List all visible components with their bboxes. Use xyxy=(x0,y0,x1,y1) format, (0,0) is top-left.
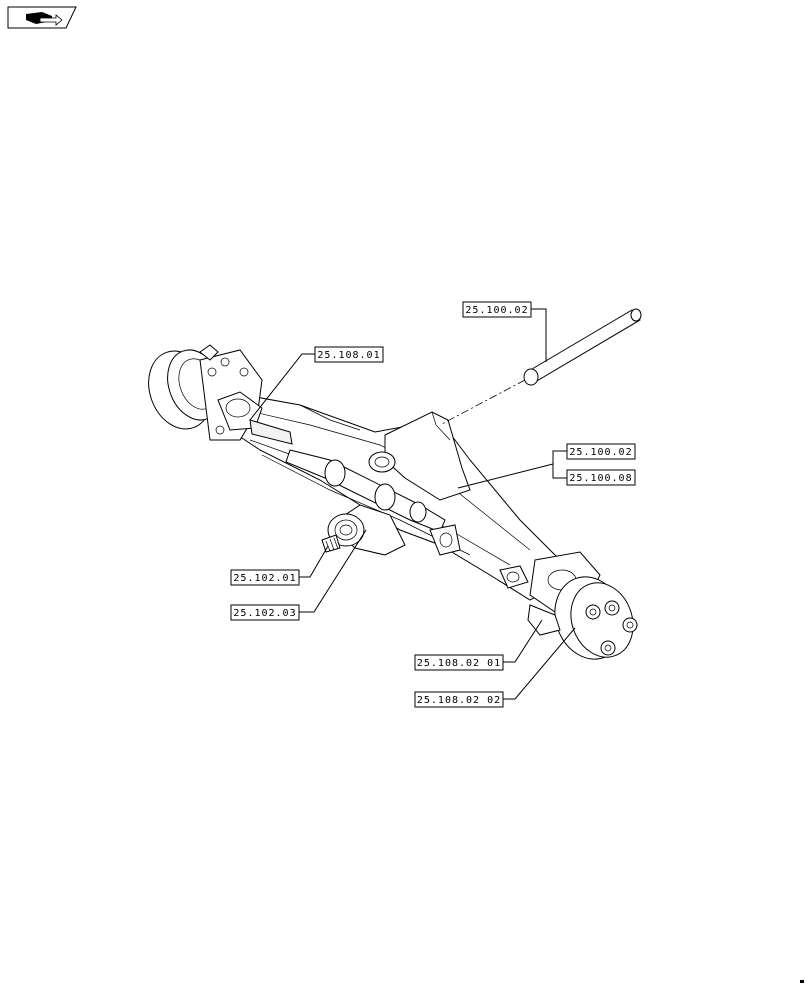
callout-25-108-02-01[interactable]: 25.108.02 01 xyxy=(414,619,543,671)
callout-25-100-08[interactable]: 25.100.08 xyxy=(566,469,636,486)
right-wheel-hub xyxy=(499,551,638,660)
svg-text:25.102.03: 25.102.03 xyxy=(233,608,296,619)
svg-text:25.100.02: 25.100.02 xyxy=(465,305,528,316)
svg-text:25.108.01: 25.108.01 xyxy=(317,350,380,361)
pivot-pin xyxy=(523,308,642,386)
svg-text:25.102.01: 25.102.01 xyxy=(233,573,296,584)
corner-mark xyxy=(800,980,804,983)
callout-25-100-02-top[interactable]: 25.100.02 xyxy=(462,301,547,362)
svg-text:25.100.08: 25.100.08 xyxy=(569,473,632,484)
callout-25-102-01[interactable]: 25.102.01 xyxy=(230,545,329,586)
svg-text:25.108.02 01: 25.108.02 01 xyxy=(417,658,501,669)
callout-25-102-03[interactable]: 25.102.03 xyxy=(230,529,367,621)
page-flip-arrow-icon[interactable] xyxy=(7,6,77,29)
callout-25-100-02-right[interactable]: 25.100.02 xyxy=(566,443,636,460)
svg-text:25.100.02: 25.100.02 xyxy=(569,447,632,458)
left-wheel-hub xyxy=(148,344,293,445)
callout-25-108-01[interactable]: 25.108.01 xyxy=(249,346,384,421)
callout-25-108-02-02[interactable]: 25.108.02 02 xyxy=(414,627,576,708)
svg-text:25.108.02 02: 25.108.02 02 xyxy=(417,695,501,706)
callout-bracket-right xyxy=(457,450,567,489)
axle-assembly xyxy=(148,308,642,660)
